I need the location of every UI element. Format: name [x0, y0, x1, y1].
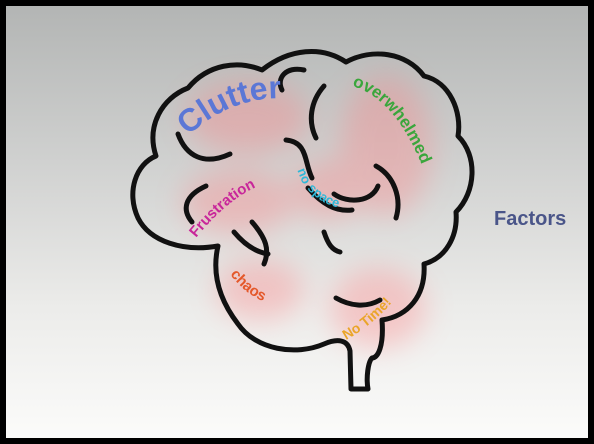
- factors-label: Factors: [494, 208, 566, 231]
- slide: Clutter overwhelmed Frustration no space…: [6, 6, 588, 438]
